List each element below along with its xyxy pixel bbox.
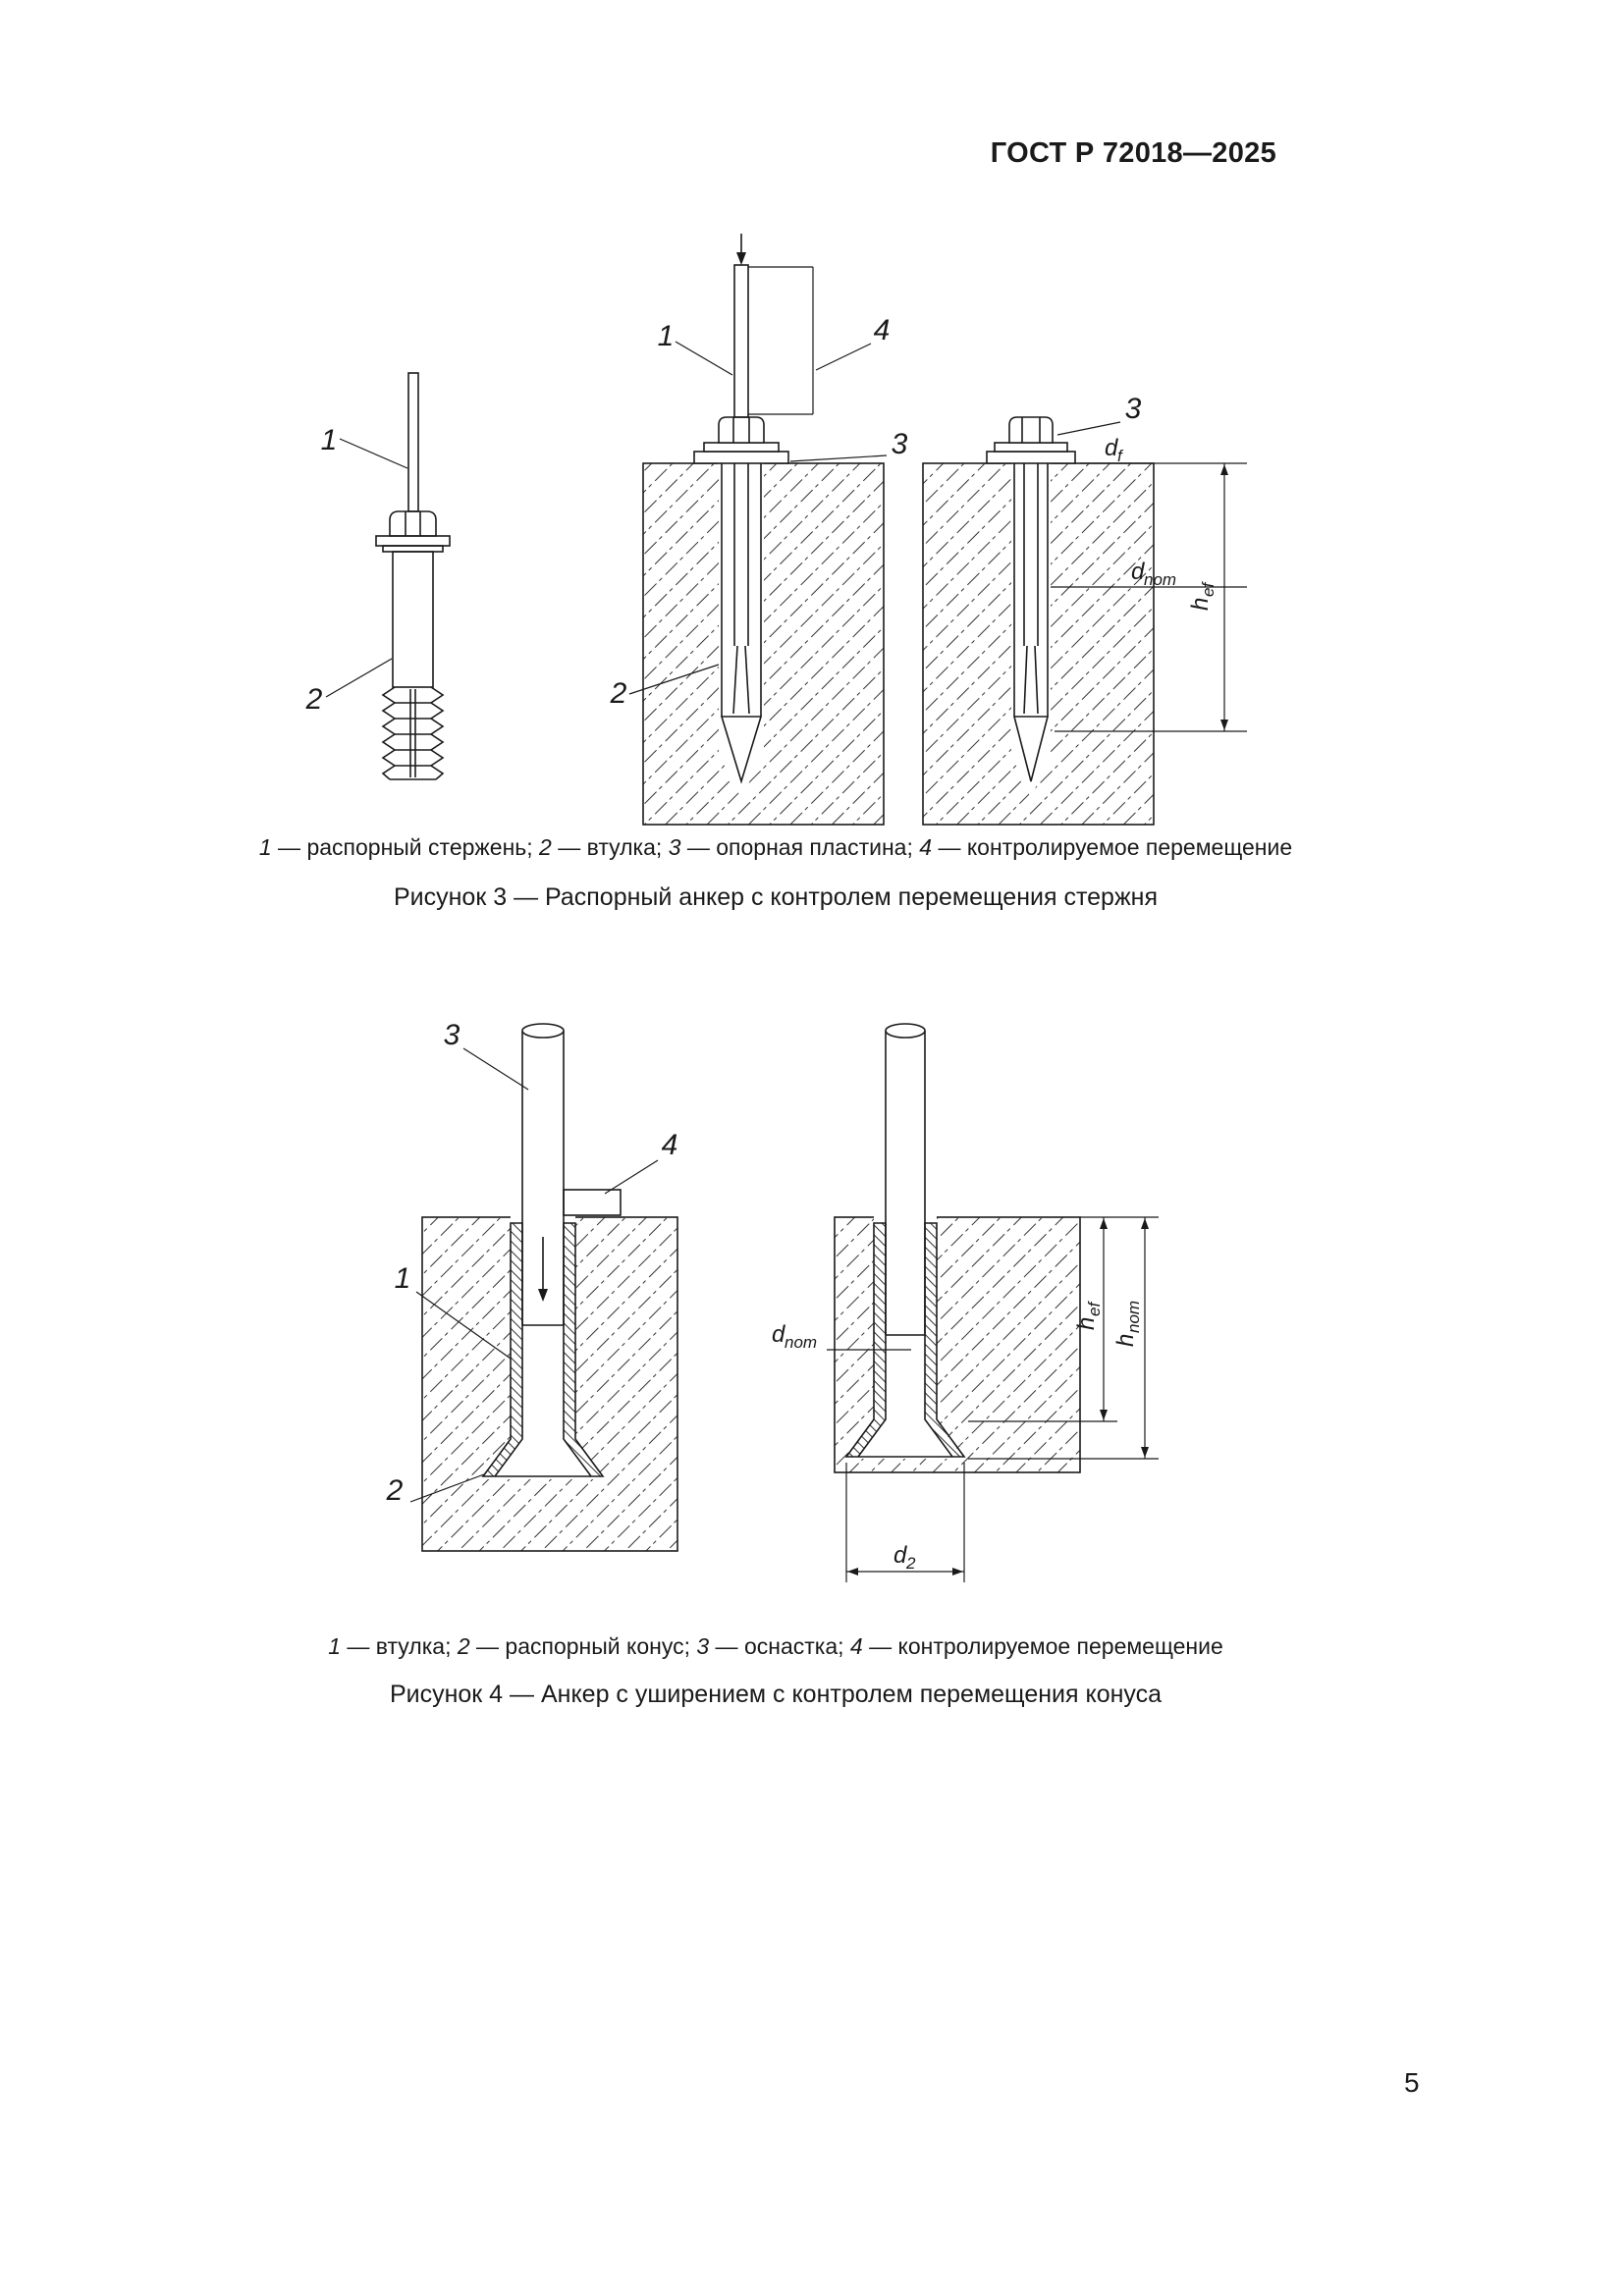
legend-num: 1: [328, 1633, 342, 1659]
fig4-dim-dnom: d: [772, 1321, 785, 1348]
fig4-dim-hef-group: h ef: [1073, 1301, 1104, 1330]
drive-arrow-icon: [538, 1237, 548, 1302]
fig4-dim-d2-sub: 2: [905, 1554, 916, 1573]
document-header: ГОСТ Р 72018—2025: [990, 137, 1276, 169]
expansion-cone: [720, 716, 763, 784]
figure3-legend: 1 — распорный стержень; 2 — втулка; 3 — …: [177, 834, 1375, 861]
fig4-dim-dnom-sub: nom: [785, 1333, 817, 1352]
anchor-rod: [407, 372, 419, 512]
legend-text: — опорная пластина;: [680, 834, 920, 860]
fig4-callout-3: 3: [444, 1019, 460, 1051]
figure3-caption: Рисунок 3 — Распорный анкер с контролем …: [393, 883, 1159, 911]
load-arrow-icon: [736, 234, 746, 265]
hex-nut: [389, 510, 437, 537]
fig3-callout-3c: 3: [1125, 393, 1142, 425]
figure4-caption: Рисунок 4 — Анкер с уширением с контроле…: [389, 1681, 1163, 1708]
legend-num: 2: [539, 834, 552, 860]
expansion-cone: [1012, 716, 1050, 782]
legend-num: 3: [668, 834, 681, 860]
fig3-callout-2a: 2: [305, 683, 323, 716]
fig4-anchor-setting: [421, 1023, 678, 1552]
washer: [375, 535, 451, 547]
fig3-anchor-installed: [642, 264, 885, 826]
legend-num: 1: [258, 834, 272, 860]
fig4-callout-4: 4: [662, 1129, 678, 1161]
fig3-anchor-standalone: [375, 372, 451, 780]
fig3-dim-df: d: [1105, 435, 1118, 461]
hex-nut: [718, 416, 765, 444]
legend-num: 4: [849, 1633, 863, 1659]
fig4-dim-hnom-group: h nom: [1112, 1301, 1143, 1347]
legend-num: 3: [696, 1633, 710, 1659]
legend-text: — распорный конус;: [469, 1633, 697, 1659]
fig3-callout-1a: 1: [321, 424, 338, 456]
legend-num: 2: [457, 1633, 470, 1659]
fig3-dim-hef: h: [1187, 598, 1214, 611]
fig3-leaders-mid: [628, 341, 888, 695]
hex-nut: [1008, 416, 1054, 444]
drill-hole: [719, 457, 764, 799]
figure4-legend: 1 — втулка; 2 — распорный конус; 3 — осн…: [177, 1633, 1375, 1660]
bearing-plate: [693, 451, 789, 464]
fig4-leaders: [409, 1047, 659, 1503]
fig4-dim-hef: h: [1073, 1317, 1100, 1330]
fig4-callout-1: 1: [395, 1262, 411, 1295]
fig3-anchor-dimensioned: [922, 416, 1155, 826]
drill-hole: [1011, 457, 1051, 799]
fig3-dim-df-sub: f: [1117, 447, 1124, 465]
fig3-dim-displacement: [748, 266, 814, 415]
legend-text: — распорный стержень;: [271, 834, 540, 860]
legend-text: — контролируемое перемещение: [932, 834, 1293, 860]
legend-text: — контролируемое перемещение: [862, 1633, 1223, 1659]
figure3-drawing: 1 2: [305, 234, 1247, 826]
fig3-dim-dnom: d: [1131, 559, 1145, 585]
fig3-callout-2b: 2: [610, 677, 627, 710]
legend-text: — втулка;: [341, 1633, 458, 1659]
bearing-plate: [986, 451, 1076, 464]
legend-text: — втулка;: [551, 834, 669, 860]
page-number: 5: [1404, 2067, 1420, 2098]
fig3-callout-4: 4: [874, 314, 891, 347]
tool-rod-top: [521, 1023, 565, 1039]
fig4-dim-d2: d: [893, 1542, 907, 1569]
fig4-dim-hnom-sub: nom: [1124, 1301, 1143, 1333]
fig4-dim-hef-sub: ef: [1085, 1301, 1104, 1316]
sleeve-body: [392, 551, 434, 688]
fig4-callout-2: 2: [386, 1474, 404, 1507]
figure4-drawing: 3 4 1 2: [386, 1019, 1159, 1582]
fig3-dim-hef-group: h ef: [1187, 581, 1218, 611]
fig4-anchor-dimensioned: [834, 1023, 1081, 1473]
fig3-dimension-lines: [1051, 421, 1247, 732]
tool-rod-top: [885, 1023, 926, 1039]
fig3-callout-3b: 3: [892, 428, 908, 460]
depth-stop-collar: [563, 1189, 622, 1216]
washer: [703, 442, 780, 453]
anchor-rod: [733, 264, 749, 418]
legend-text: — оснастка;: [709, 1633, 850, 1659]
fig3-callout-1b: 1: [658, 320, 675, 352]
fig4-dim-hnom: h: [1112, 1334, 1139, 1347]
fig3-dim-hef-sub: ef: [1199, 581, 1218, 597]
fig3-dim-dnom-sub: nom: [1144, 570, 1176, 589]
washer: [994, 442, 1068, 453]
fig3-leaders-left: [325, 438, 408, 698]
legend-num: 4: [919, 834, 933, 860]
fig4-dimension-lines: [827, 1216, 1159, 1582]
